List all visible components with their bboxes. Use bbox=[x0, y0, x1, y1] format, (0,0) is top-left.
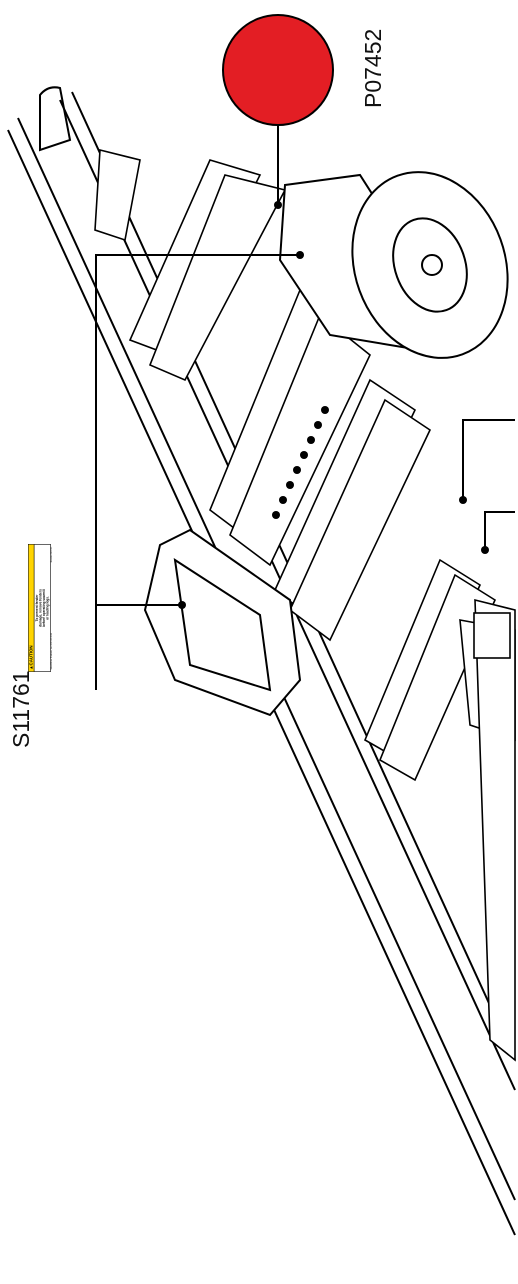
callout-dot bbox=[222, 14, 334, 126]
warning-triangle-icon: ▲ bbox=[28, 665, 34, 670]
figure-code-label: P07452 bbox=[360, 28, 386, 108]
part-code-label: S11761 bbox=[8, 670, 34, 748]
decal-footer: Wood-Mizer Products, Inc. 800-525-8100 R… bbox=[50, 546, 53, 670]
decal-message: To prevent fender damage, remove fenders… bbox=[35, 589, 50, 627]
leader-right-2 bbox=[484, 511, 515, 550]
leader-right-1 bbox=[462, 419, 515, 500]
leader-decal bbox=[95, 254, 300, 690]
caution-decal: ▲CAUTION To prevent fender damage, remov… bbox=[28, 544, 53, 672]
